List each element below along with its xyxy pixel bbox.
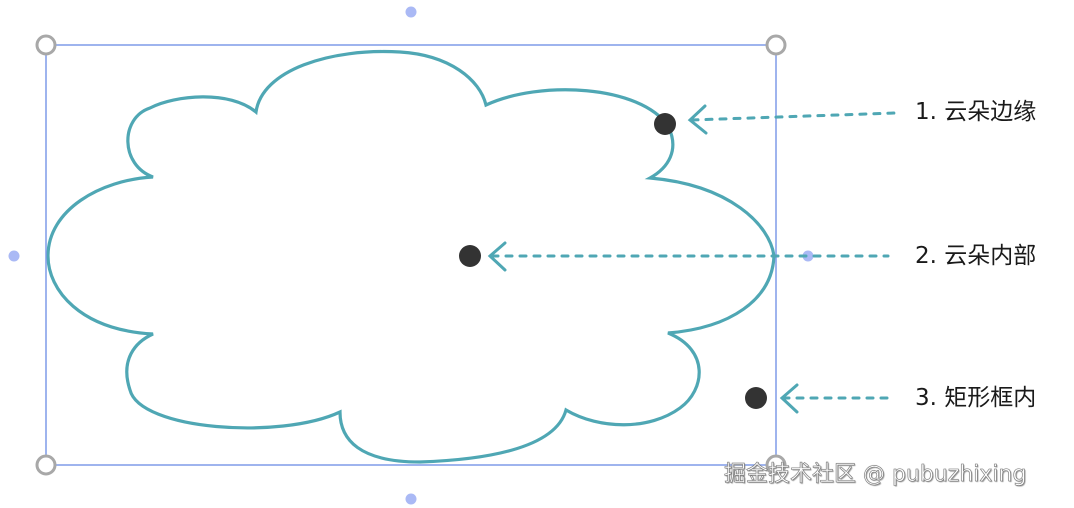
resize-handle-bottom-right[interactable]: [765, 454, 787, 476]
resize-handle-top-right[interactable]: [765, 34, 787, 56]
connection-handle-top[interactable]: [405, 6, 417, 18]
marker-cloud-interior: [459, 245, 481, 267]
annotation-arrow-3: [779, 383, 890, 414]
annotation-arrow-2: [487, 241, 890, 272]
resize-handle-top-left[interactable]: [35, 34, 57, 56]
connection-handle-left[interactable]: [8, 250, 20, 262]
marker-rect-interior: [745, 387, 767, 409]
marker-cloud-edge: [654, 113, 676, 135]
annotation-label-3: 3. 矩形框内: [915, 385, 1037, 411]
annotation-label-2: 2. 云朵内部: [915, 243, 1037, 269]
cloud-shape[interactable]: [46, 49, 776, 464]
annotation-arrow-1: [687, 104, 897, 135]
connection-handle-bottom[interactable]: [405, 493, 417, 505]
connection-handle-right[interactable]: [802, 250, 814, 262]
resize-handle-bottom-left[interactable]: [35, 454, 57, 476]
annotation-label-1: 1. 云朵边缘: [915, 99, 1037, 125]
watermark: 掘金技术社区 @ pubuzhixing: [724, 462, 1027, 487]
